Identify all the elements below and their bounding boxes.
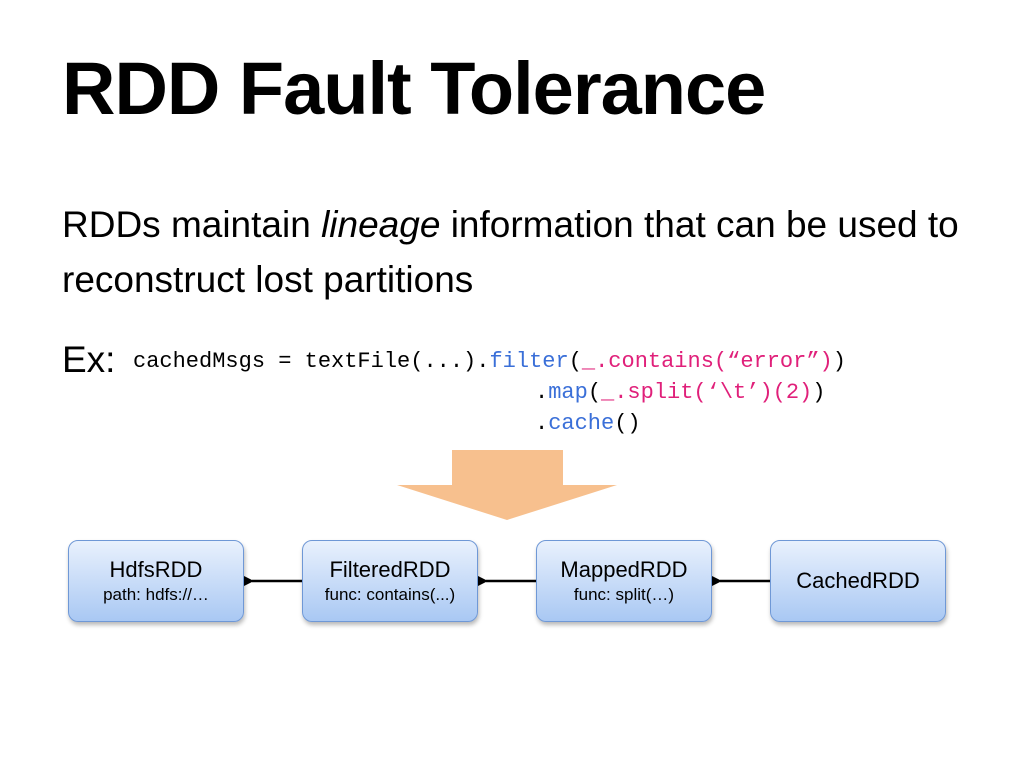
down-arrow-icon xyxy=(397,450,617,520)
code-line-1-close-paren: ) xyxy=(832,349,846,374)
node-name: MappedRDD xyxy=(560,557,688,582)
body-text-end: information that can be used to reconstr… xyxy=(62,204,959,300)
code-line-1-open-paren: ( xyxy=(568,349,582,374)
body-text-start: RDDs maintain xyxy=(62,204,322,245)
code-line-2: .map(_.split(‘\t’)(2)) xyxy=(535,378,825,408)
mapped-rdd-node: MappedRDD func: split(…) xyxy=(536,540,712,622)
code-line-3: .cache() xyxy=(535,409,641,439)
node-name: FilteredRDD xyxy=(329,557,451,582)
filtered-rdd-node: FilteredRDD func: contains(...) xyxy=(302,540,478,622)
code-line-2-open-paren: ( xyxy=(587,380,602,405)
down-arrow-shape xyxy=(397,450,617,520)
lineage-emphasis: lineage xyxy=(321,204,441,245)
code-line-1: cachedMsgs = textFile(...).filter(_.cont… xyxy=(133,347,846,377)
code-line-3-prefix: . xyxy=(535,411,549,436)
code-line-3-parens: () xyxy=(614,411,641,436)
slide-body-text: RDDs maintain lineage information that c… xyxy=(62,197,982,307)
code-map-argument: _.split(‘\t’)(2) xyxy=(601,380,813,405)
node-detail: path: hdfs://… xyxy=(103,585,209,604)
code-filter-argument: _.contains(“error”) xyxy=(581,349,833,374)
slide-title: RDD Fault Tolerance xyxy=(62,47,766,130)
node-detail: func: split(…) xyxy=(573,585,675,604)
node-name: CachedRDD xyxy=(796,568,920,593)
code-map-keyword: map xyxy=(548,380,588,405)
cached-rdd-node: CachedRDD xyxy=(770,540,946,622)
code-cache-keyword: cache xyxy=(548,411,615,436)
hdfs-rdd-node: HdfsRDD path: hdfs://… xyxy=(68,540,244,622)
code-line-2-prefix: . xyxy=(535,380,549,405)
example-label: Ex: xyxy=(62,339,116,380)
code-filter-keyword: filter xyxy=(489,349,569,374)
node-name: HdfsRDD xyxy=(109,557,203,582)
node-detail: func: contains(...) xyxy=(324,585,456,604)
code-line-2-close-paren: ) xyxy=(812,380,826,405)
code-line-1-prefix: cachedMsgs = textFile(...). xyxy=(133,349,490,374)
